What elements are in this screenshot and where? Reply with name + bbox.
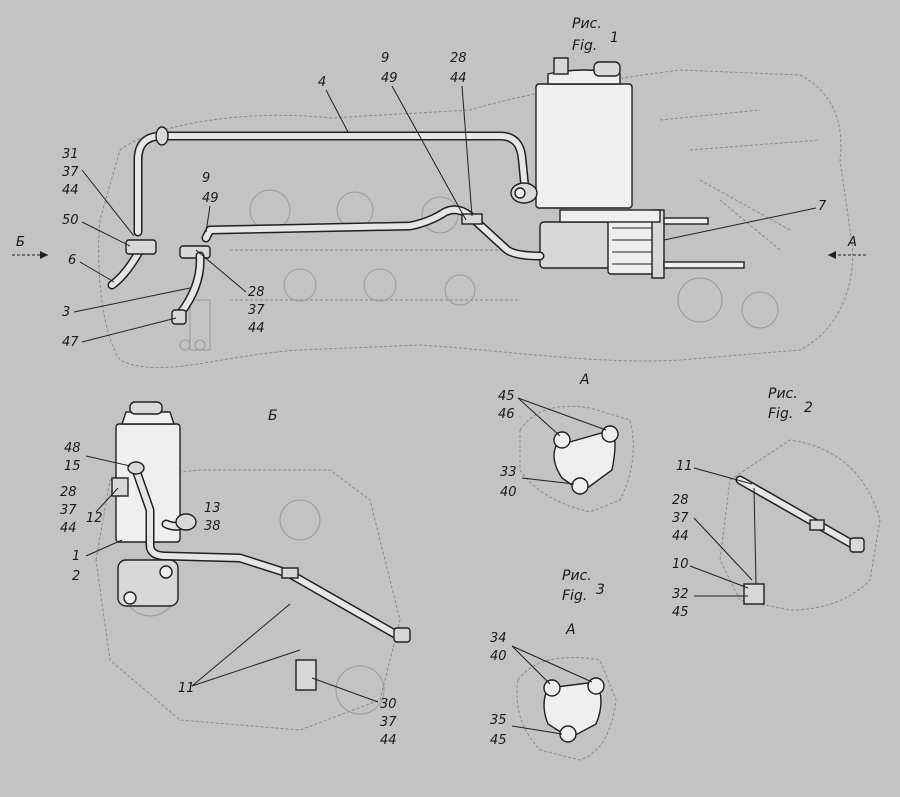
callout-37-a: 37 (62, 165, 79, 180)
callout-50: 50 (62, 213, 79, 228)
view-arrow-b-label: Б (16, 235, 25, 250)
callout-44-b: 44 (248, 321, 265, 336)
callout-45-a: 45 (498, 389, 515, 404)
callout-40-b: 40 (490, 649, 507, 664)
fig1-engine-outline (98, 69, 854, 369)
pump-fig1 (539, 209, 745, 279)
callout-3: 3 (62, 305, 70, 320)
view-a-bottom-title: А (565, 622, 576, 638)
fig1-caption-ru: Рис. (572, 16, 602, 32)
callout-31: 31 (62, 147, 79, 162)
fig2-caption-ru: Рис. (768, 386, 798, 402)
callout-4: 4 (318, 75, 326, 90)
pipe-4 (133, 126, 530, 237)
callout-37-d: 37 (380, 715, 397, 730)
view-a-mid-title: А (579, 372, 590, 388)
reservoir-tank-fig1 (510, 57, 633, 209)
callout-38: 38 (204, 519, 221, 534)
callout-6: 6 (68, 253, 76, 268)
callout-28-a: 28 (248, 285, 265, 300)
callout-47: 47 (62, 335, 79, 350)
view-b: Б (95, 401, 411, 731)
callout-34: 34 (490, 631, 507, 646)
callout-44-c: 44 (60, 521, 77, 536)
callout-45-b: 45 (490, 733, 507, 748)
view-a-fig3: А (516, 622, 617, 761)
fig1-caption-num: 1 (610, 30, 619, 46)
callout-9-top: 9 (381, 51, 389, 66)
callout-37-b: 37 (248, 303, 265, 318)
fig2-caption-en: Fig. (768, 406, 793, 422)
callout-28-f2: 28 (672, 493, 689, 508)
callout-46: 46 (498, 407, 515, 422)
fig3-caption-en: Fig. (562, 588, 587, 604)
callout-33: 33 (500, 465, 517, 480)
hose-6 (107, 239, 211, 290)
callout-49-mid: 49 (202, 191, 219, 206)
callout-7: 7 (818, 199, 827, 214)
callout-12: 12 (86, 511, 103, 526)
callout-15: 15 (64, 459, 81, 474)
hose-3 (171, 251, 205, 325)
view-b-title: Б (268, 408, 278, 424)
callout-44-top: 44 (450, 71, 467, 86)
callout-9-mid: 9 (202, 171, 210, 186)
fig1-caption: Рис. 1 Fig. (572, 16, 619, 54)
view-a-fig1: А (519, 372, 634, 513)
fig2-caption-num: 2 (804, 400, 813, 416)
callout-28-b: 28 (60, 485, 77, 500)
callout-10: 10 (672, 557, 689, 572)
callout-30: 30 (380, 697, 397, 712)
callout-37-c: 37 (60, 503, 77, 518)
callout-1: 1 (72, 549, 80, 564)
callout-40-a: 40 (500, 485, 517, 500)
callout-11-f2: 11 (676, 459, 693, 474)
callout-11-b: 11 (178, 681, 195, 696)
view-arrow-a: А (828, 235, 866, 259)
callout-28-top: 28 (450, 51, 467, 66)
fig2-detail (719, 439, 881, 611)
callout-37-f2: 37 (672, 511, 689, 526)
view-arrow-b: Б (12, 235, 48, 259)
callout-44-a: 44 (62, 183, 79, 198)
fig3-caption: Рис. 3 Fig. (562, 568, 605, 604)
callout-49-top: 49 (381, 71, 398, 86)
callout-48: 48 (64, 441, 81, 456)
view-arrow-a-label: А (847, 235, 857, 250)
callout-35: 35 (490, 713, 507, 728)
pipe-9 (201, 205, 545, 261)
fig3-caption-num: 3 (596, 582, 605, 598)
callout-32: 32 (672, 587, 689, 602)
fig1-caption-en: Fig. (572, 38, 597, 54)
callout-44-f2: 44 (672, 529, 689, 544)
fig3-caption-ru: Рис. (562, 568, 592, 584)
callout-2: 2 (72, 569, 80, 584)
fig2-caption: Рис. 2 Fig. (768, 386, 813, 422)
callout-13: 13 (204, 501, 221, 516)
callout-44-d: 44 (380, 733, 397, 748)
callout-45-f2: 45 (672, 605, 689, 620)
